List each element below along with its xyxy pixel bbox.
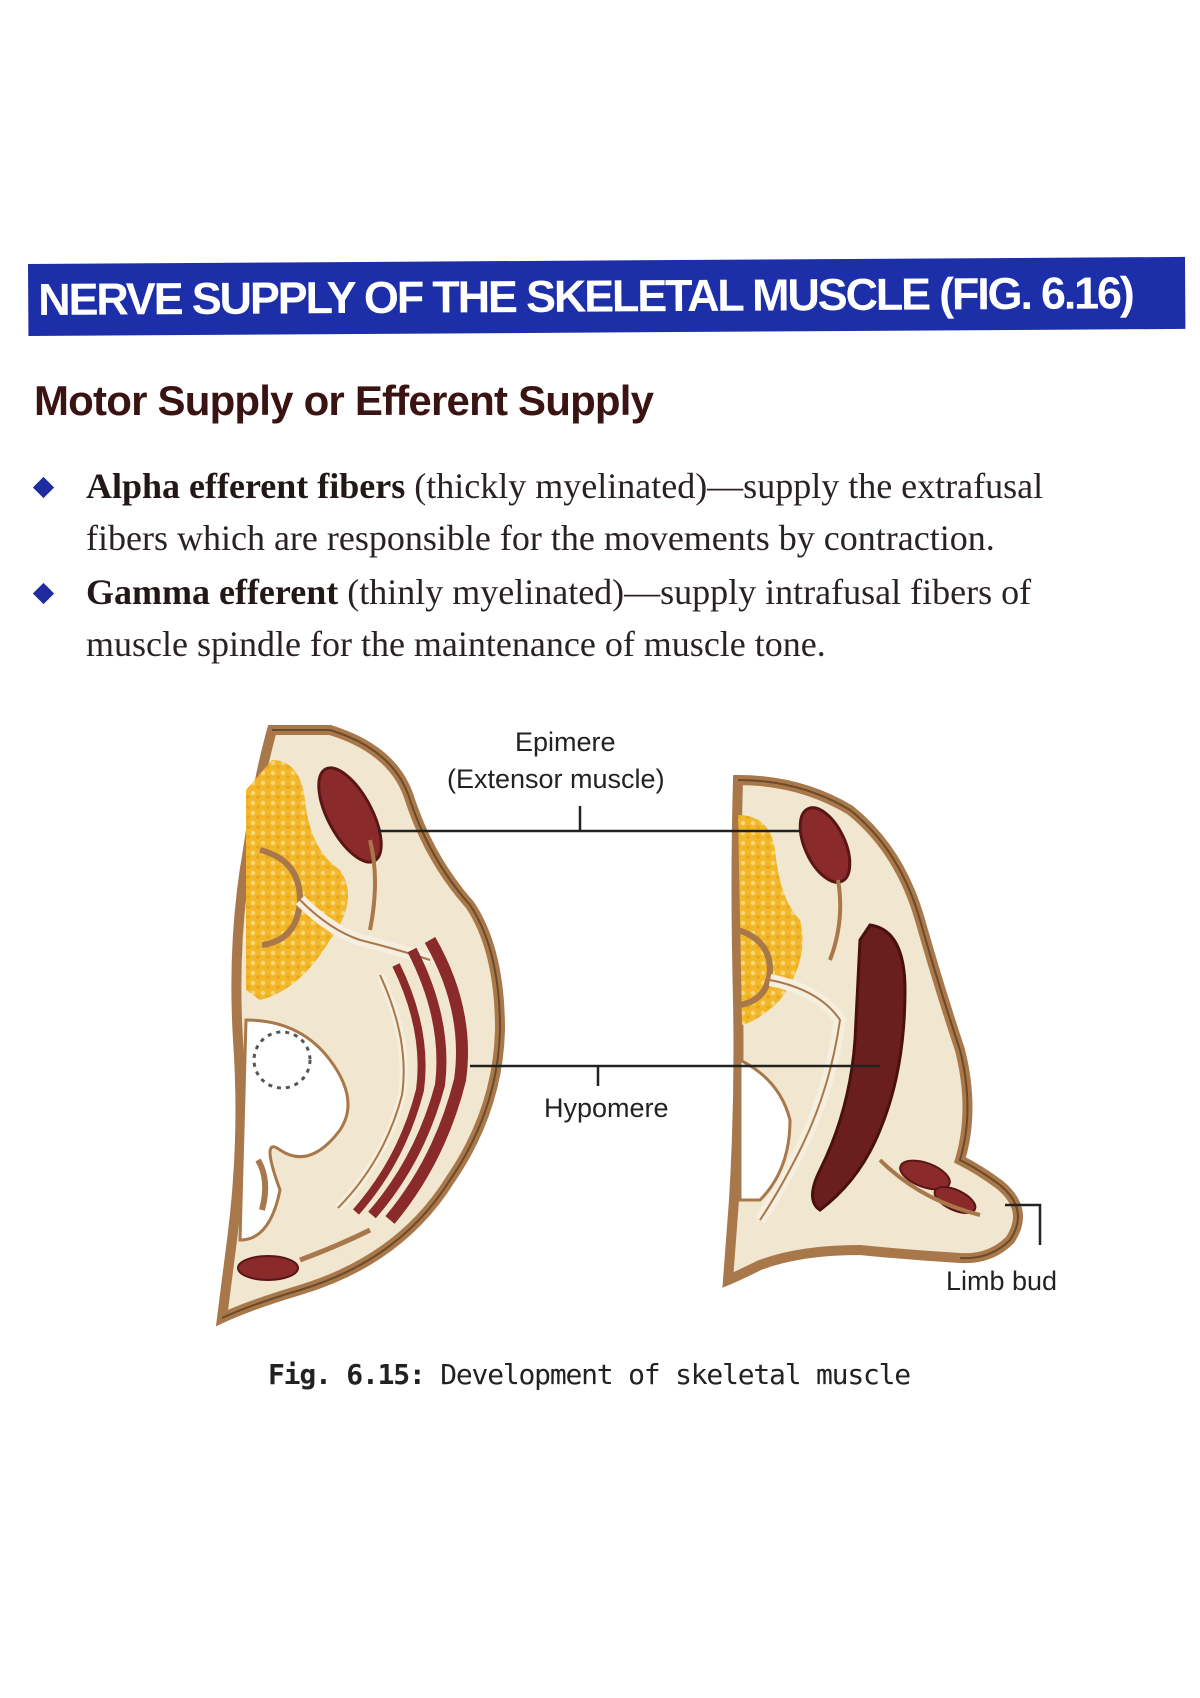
bullet-term: Gamma efferent: [86, 572, 339, 612]
list-item: Alpha efferent fibers (thickly myelinate…: [32, 460, 1186, 564]
hypomere-label: Hypomere: [544, 1093, 669, 1123]
bullet-text: muscle spindle for the maintenance of mu…: [86, 624, 826, 664]
epimere-sublabel: (Extensor muscle): [447, 764, 665, 794]
bullet-text: (thinly myelinated)—supply intrafusal fi…: [338, 572, 1032, 612]
leader-lines: [378, 806, 1042, 1245]
left-embryo-section: [215, 725, 506, 1327]
left-hypomere-muscle: [385, 937, 468, 1224]
figure-caption: Fig. 6.15: Development of skeletal muscl…: [268, 1358, 911, 1391]
limb-bud-label: Limb bud: [946, 1266, 1058, 1296]
bullet-text: fibers which are responsible for the mov…: [86, 518, 995, 558]
bullet-term: Alpha efferent fibers: [86, 466, 406, 506]
right-neural-tissue: [738, 815, 803, 1025]
section-heading: Motor Supply or Efferent Supply: [34, 377, 654, 424]
bullet-text: (thickly myelinated)—supply the extrafus…: [405, 466, 1044, 506]
right-epimere-muscle: [798, 806, 852, 884]
right-hypomere-muscle: [811, 923, 907, 1212]
right-embryo-section: [722, 774, 1023, 1288]
caption-number: Fig. 6.15:: [268, 1358, 426, 1391]
list-item: Gamma efferent (thinly myelinated)—suppl…: [32, 566, 1186, 670]
caption-text: Development of skeletal muscle: [424, 1358, 911, 1391]
epimere-label: Epimere: [515, 727, 616, 757]
